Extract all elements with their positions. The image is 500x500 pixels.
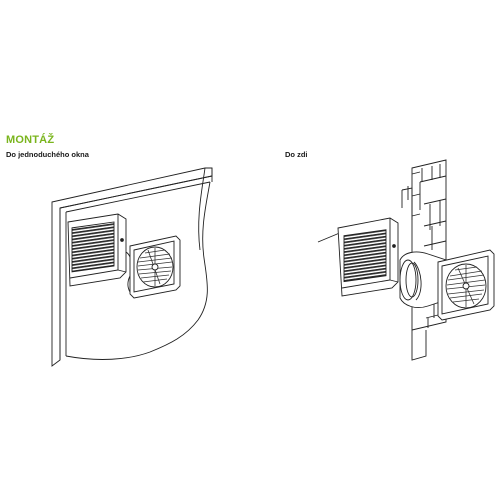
louver-shutter	[72, 222, 114, 272]
wall-fan-grille-outdoor	[438, 250, 494, 320]
fan-grille-outdoor	[130, 236, 180, 298]
caption-window-install: Do jednoduchého okna	[6, 150, 89, 159]
section-title: MONTÁŽ	[6, 134, 55, 146]
fan-housing-indoor	[68, 214, 126, 286]
wall-fan-housing-indoor	[338, 218, 398, 296]
wall-duct-sleeve	[400, 252, 446, 308]
window-mount-illustration	[52, 168, 212, 366]
caption-wall-install: Do zdi	[285, 150, 308, 159]
wall-mount-illustration	[318, 160, 494, 360]
glass-pane-edge	[66, 182, 210, 359]
wall-louver-shutter	[344, 230, 386, 282]
window-frame-top-inner	[60, 176, 212, 208]
